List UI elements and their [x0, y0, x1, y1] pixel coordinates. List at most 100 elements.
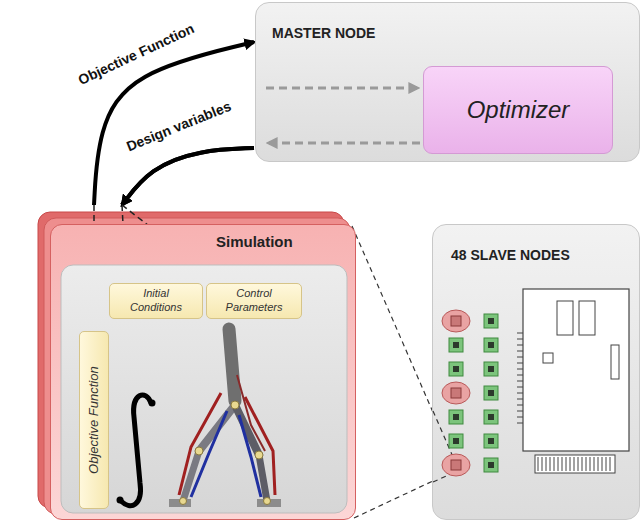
shank: [259, 455, 267, 501]
muscle: [245, 397, 275, 495]
contact: [610, 457, 611, 471]
node-heading: Simulation: [216, 233, 293, 252]
chip-core: [451, 460, 461, 470]
connector-label: Design variables: [122, 97, 235, 155]
contact: [570, 457, 571, 471]
contact: [538, 457, 539, 471]
chip-core: [451, 316, 461, 326]
contact: [566, 457, 567, 471]
node-label: Objective Function: [86, 366, 102, 474]
pin: [517, 375, 523, 376]
chip: [484, 362, 498, 376]
joint: [195, 447, 203, 455]
muscle: [239, 415, 261, 497]
highlighted-chip: [442, 382, 470, 404]
chip: [449, 338, 463, 352]
pin: [517, 411, 523, 412]
contact: [554, 457, 555, 471]
optimizer-box: Optimizer: [423, 66, 613, 154]
chip: [484, 434, 498, 448]
integral-sign: [117, 497, 124, 504]
processor-chips: [442, 310, 498, 476]
simulation-box: Initial Conditions Control ParametersObje…: [50, 224, 356, 520]
joint: [231, 401, 239, 409]
chip-core: [488, 342, 494, 348]
joint: [255, 451, 263, 459]
pin: [517, 387, 523, 388]
foot: [257, 499, 281, 507]
pin: [517, 423, 523, 424]
highlighted-chip: [442, 454, 470, 476]
contact: [606, 457, 607, 471]
muscle: [179, 393, 221, 495]
board-component: [611, 345, 619, 379]
contact: [594, 457, 595, 471]
contact: [602, 457, 603, 471]
chip: [484, 458, 498, 472]
contact: [562, 457, 563, 471]
pin: [517, 357, 523, 358]
pin: [517, 339, 523, 340]
thigh: [235, 405, 259, 455]
chip-core: [488, 462, 494, 468]
node-label: Control Parameters: [213, 287, 295, 315]
board-outline: [523, 289, 629, 451]
board-component: [557, 301, 573, 335]
chip-core: [488, 414, 494, 420]
chip-core: [488, 366, 494, 372]
contact: [578, 457, 579, 471]
node-heading: 48 SLAVE NODES: [451, 247, 570, 265]
chip: [449, 410, 463, 424]
node-heading: MASTER NODE: [272, 25, 375, 43]
pin: [517, 381, 523, 382]
chip: [484, 314, 498, 328]
shank: [183, 451, 199, 501]
board-pins: [517, 333, 523, 423]
chip: [484, 386, 498, 400]
contact: [546, 457, 547, 471]
chip-core: [488, 390, 494, 396]
foot: [169, 499, 191, 507]
contact: [550, 457, 551, 471]
pin: [517, 333, 523, 334]
input-box: Control Parameters: [206, 283, 302, 319]
pin: [517, 345, 523, 346]
pin: [517, 363, 523, 364]
joint: [264, 498, 271, 505]
chip: [484, 410, 498, 424]
node-label: Initial Conditions: [116, 287, 196, 315]
cluster-illustration: [433, 225, 641, 521]
chip-core: [453, 438, 459, 444]
board-component: [543, 353, 553, 363]
node-label: Optimizer: [467, 95, 570, 125]
thigh: [199, 405, 235, 451]
chip-core: [453, 342, 459, 348]
board-component: [579, 301, 595, 335]
output-box: Objective Function: [79, 331, 109, 509]
contact: [582, 457, 583, 471]
contact: [574, 457, 575, 471]
circuit-board: [517, 289, 629, 473]
connector-curve: [122, 148, 254, 205]
trunk: [229, 329, 235, 401]
joint: [180, 498, 187, 505]
dashed-arrow: [268, 142, 420, 145]
chip-core: [451, 388, 461, 398]
zoom-line: [433, 411, 453, 457]
contact: [558, 457, 559, 471]
slave-nodes-box: 48 SLAVE NODES: [432, 224, 640, 520]
inner-panel: [61, 265, 347, 513]
chip-core: [453, 366, 459, 372]
edge-connector: [535, 455, 615, 473]
muscle: [191, 411, 227, 497]
edge-connector-contacts: [538, 457, 610, 471]
contact: [542, 457, 543, 471]
chip: [449, 362, 463, 376]
integral-sign: [149, 400, 156, 407]
contact: [598, 457, 599, 471]
contact: [590, 457, 591, 471]
pin: [517, 405, 523, 406]
pin: [517, 417, 523, 418]
master-node-box: Optimizer MASTER NODE: [255, 2, 640, 162]
